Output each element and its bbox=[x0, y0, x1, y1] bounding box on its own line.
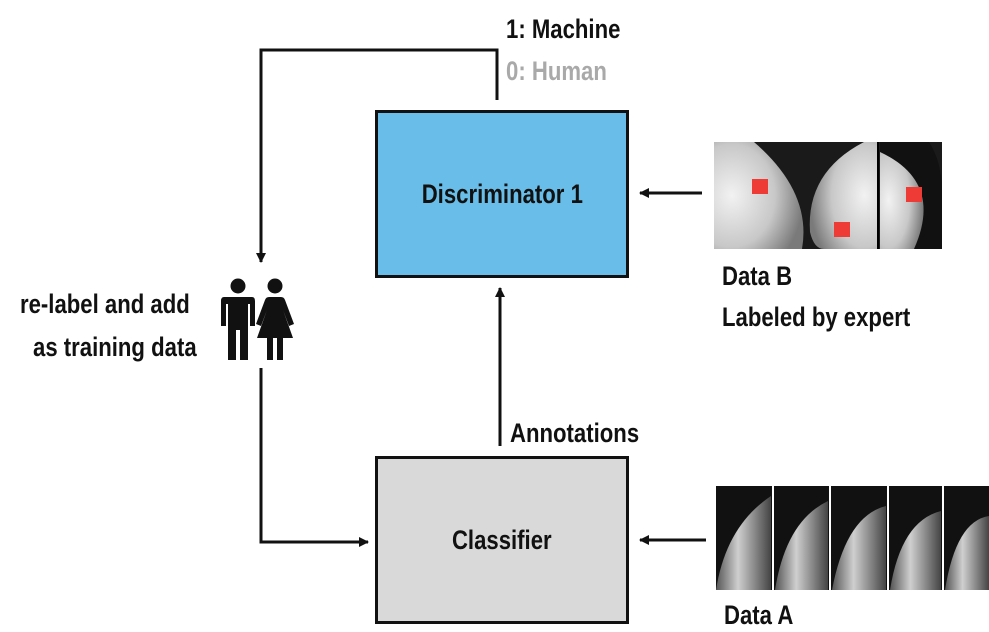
data-b-subtitle: Labeled by expert bbox=[722, 302, 911, 332]
classifier-label: Classifier bbox=[452, 524, 552, 555]
man-icon bbox=[221, 278, 255, 360]
data-a-title: Data A bbox=[724, 600, 794, 630]
relabel-line bbox=[259, 368, 369, 547]
relabel-line-1: re-label and add bbox=[20, 289, 190, 319]
machine-label: 1: Machine bbox=[506, 14, 621, 44]
expert-marker bbox=[906, 187, 922, 202]
human-label: 0: Human bbox=[506, 56, 607, 86]
classifier-box: Classifier bbox=[375, 456, 629, 624]
expert-marker bbox=[834, 222, 850, 237]
data-a-image bbox=[716, 486, 989, 590]
woman-icon bbox=[256, 278, 294, 360]
annotations-label: Annotations bbox=[510, 418, 640, 448]
discriminator-box: Discriminator 1 bbox=[375, 110, 629, 278]
relabel-line-2: as training data bbox=[33, 332, 197, 362]
feedback-line bbox=[256, 48, 499, 263]
data-b-image bbox=[714, 142, 942, 249]
discriminator-label: Discriminator 1 bbox=[421, 178, 583, 209]
data-b-title: Data B bbox=[722, 261, 793, 291]
expert-marker bbox=[752, 179, 768, 194]
